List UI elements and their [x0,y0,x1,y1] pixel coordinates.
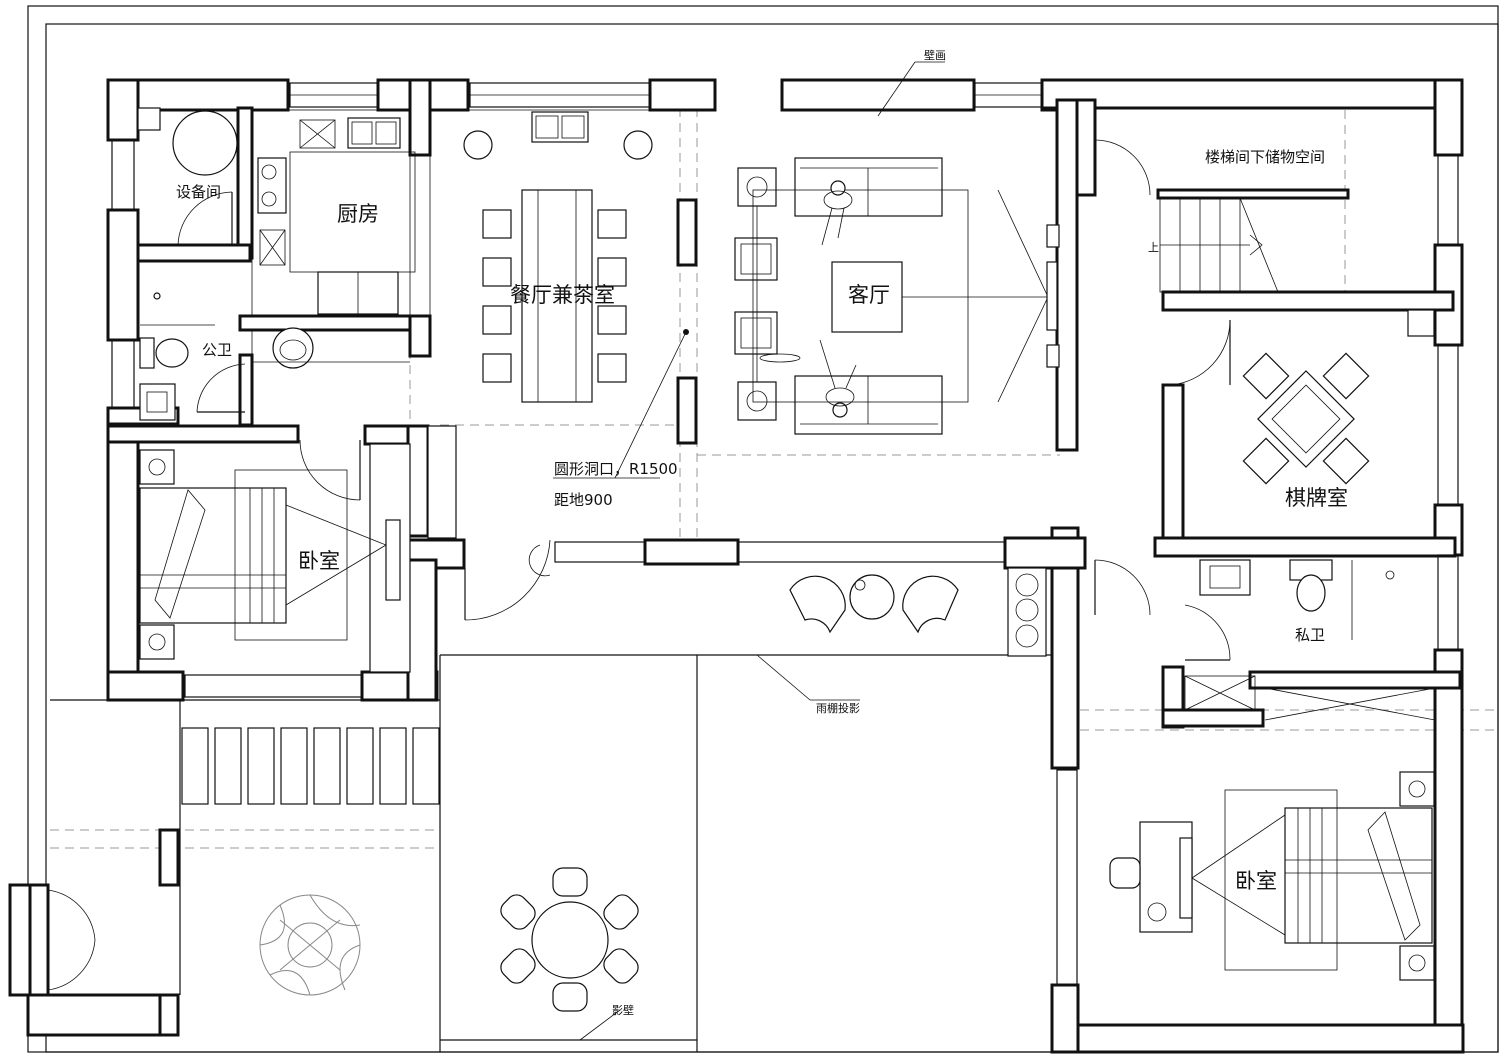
public-bath: 公卫 [139,292,410,421]
left-bedroom: 卧室 [139,425,457,673]
storage-label: 楼梯间下储物空间 [1205,148,1325,166]
steps [181,727,440,805]
tree [259,894,361,996]
stair-up-label: 上 [1148,241,1159,254]
equipment-room-label: 设备间 [176,183,221,201]
right-bedroom: 卧室 [1109,771,1435,981]
living-room-label: 客厅 [848,283,890,307]
entry-doors [464,539,551,621]
dining-room: 餐厅兼茶室 [429,109,680,403]
opening-note-1: 圆形洞口，R1500 [554,460,678,478]
site-boundary [27,5,1499,1053]
guide-lines [50,108,1495,849]
left-bedroom-label: 卧室 [298,549,340,573]
stair-storage: 上 楼梯间下储物空间 [1094,139,1325,293]
porch: 雨棚投影 [50,567,1052,1052]
equipment-room: 设备间 [137,107,238,246]
opening-annotation: 圆形洞口，R1500 距地900 [553,329,689,509]
kitchen: 厨房 [251,109,416,316]
mural-label: 壁画 [924,48,946,62]
canopy-label: 雨棚投影 [816,701,860,715]
private-bath: 私卫 [1094,559,1436,721]
dining-room-label: 餐厅兼茶室 [510,283,615,307]
screen-wall-label: 影壁 [612,1003,634,1017]
windows [111,82,1459,986]
round-table: 影壁 [500,867,639,1041]
right-bedroom-label: 卧室 [1235,869,1277,893]
private-bath-label: 私卫 [1295,626,1325,644]
opening-note-2: 距地900 [554,491,613,509]
living-room: 客厅 [734,157,1060,435]
mural-annotation: 壁画 [877,48,946,117]
public-bath-label: 公卫 [202,341,232,359]
chess-room: 棋牌室 [1169,309,1435,510]
chess-room-label: 棋牌室 [1285,486,1348,510]
kitchen-label: 厨房 [337,202,379,226]
gate [47,889,96,991]
